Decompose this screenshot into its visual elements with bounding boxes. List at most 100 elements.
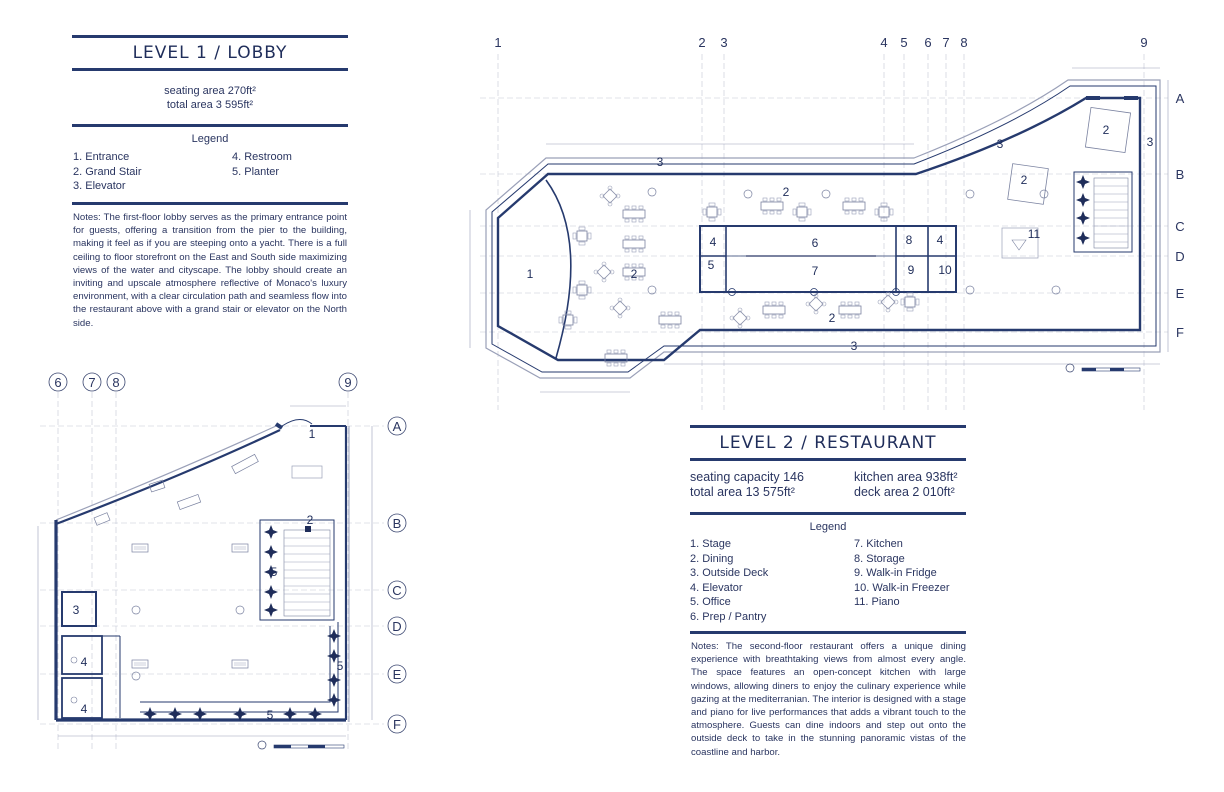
grid-col-label: 5 xyxy=(900,35,907,50)
l1-seating xyxy=(131,543,249,681)
grid-col-label: 6 xyxy=(924,35,931,50)
l2-room-dining: 2 xyxy=(829,311,836,325)
legend-list-right: 7. Kitchen 8. Storage 9. Walk-in Fridge … xyxy=(854,537,966,610)
l2-scale-bar xyxy=(1065,363,1141,373)
l1-room-restroom: 4 xyxy=(81,655,88,669)
l2-room-freezer: 10 xyxy=(938,263,952,277)
title-rule-bottom xyxy=(690,458,966,461)
grid-col-label: 8 xyxy=(112,375,119,390)
legend-item: 10. Walk-in Freezer xyxy=(854,581,950,594)
title-rule-bottom xyxy=(72,68,348,71)
grid-row-label: E xyxy=(1176,286,1185,301)
l1-room-elevator: 3 xyxy=(73,603,80,617)
legend-item: 7. Kitchen xyxy=(854,538,903,550)
grid-row-label: F xyxy=(393,717,401,732)
legend-item: 8. Storage xyxy=(854,552,905,565)
l2-room-deck: 3 xyxy=(657,155,664,169)
l2-room-fridge: 9 xyxy=(908,263,915,277)
l1-grand-stair xyxy=(259,519,335,621)
l1-room-entrance: 1 xyxy=(309,427,316,441)
seating-capacity: seating capacity 146 xyxy=(690,470,804,484)
l2-stair xyxy=(1073,171,1133,253)
grid-row-label: D xyxy=(1175,249,1184,264)
legend-list-right: 4. Restroom 5. Planter xyxy=(232,150,342,179)
l2-grid xyxy=(480,54,1168,410)
title-rule-top xyxy=(72,35,348,38)
l1-room-planter: 5 xyxy=(267,708,274,722)
legend-item: 4. Elevator xyxy=(690,581,743,594)
l2-kitchen-block xyxy=(699,225,957,296)
grid-bubble xyxy=(387,513,407,533)
l2-room-elevator: 4 xyxy=(937,233,944,247)
l2-walls xyxy=(496,96,1142,362)
l1-dimensions xyxy=(37,405,373,737)
level1-notes: Notes: The first-floor lobby serves as t… xyxy=(73,212,347,329)
grid-bubble xyxy=(387,714,407,734)
l2-dimensions xyxy=(469,67,1169,393)
legend-rule xyxy=(72,124,348,127)
l2-room-dining: 2 xyxy=(1103,123,1110,137)
grid-bubble xyxy=(387,616,407,636)
l1-room-planter: 5 xyxy=(271,565,278,579)
grid-row-label: A xyxy=(1176,91,1185,106)
grid-row-label: D xyxy=(392,619,401,634)
grid-bubble xyxy=(82,372,102,392)
l1-grid xyxy=(40,392,384,752)
grid-col-label: 1 xyxy=(494,35,501,50)
level2-stats-left: seating capacity 146 total area 13 575ft… xyxy=(690,470,840,500)
l2-room-dining: 2 xyxy=(1021,173,1028,187)
l2-room-dining: 2 xyxy=(783,185,790,199)
level2-title: LEVEL 2 / RESTAURANT xyxy=(719,433,937,453)
level1-stats: seating area 270ft² total area 3 595ft² xyxy=(72,84,348,112)
grid-row-label: C xyxy=(392,583,401,598)
grid-bubble xyxy=(106,372,126,392)
grid-row-label: A xyxy=(393,419,402,434)
l2-room-deck: 3 xyxy=(851,339,858,353)
notes-rule xyxy=(72,202,348,205)
legend-item: 3. Elevator xyxy=(73,180,126,192)
grid-bubble xyxy=(387,580,407,600)
l2-room-dining: 2 xyxy=(631,267,638,281)
l2-lounge xyxy=(1001,106,1132,259)
l2-room-storage: 8 xyxy=(906,233,913,247)
kitchen-area: kitchen area 938ft² xyxy=(854,470,958,484)
l2-room-stage: 1 xyxy=(527,267,534,281)
grid-bubble xyxy=(387,664,407,684)
legend-list-left: 1. Stage 2. Dining 3. Outside Deck 4. El… xyxy=(690,537,840,624)
l1-walls xyxy=(54,419,350,722)
legend-item: 11. Piano xyxy=(854,596,900,608)
level1-title: LEVEL 1 / LOBBY xyxy=(132,43,288,63)
grid-row-label: B xyxy=(393,516,402,531)
total-area: total area 3 595ft² xyxy=(166,99,254,111)
level2-notes: Notes: The second-floor restaurant offer… xyxy=(691,641,967,758)
grid-col-label: 7 xyxy=(88,375,95,390)
l1-room-stair: 2 xyxy=(307,513,314,527)
legend-item: 4. Restroom xyxy=(232,151,292,163)
l1-room-restroom: 4 xyxy=(81,702,88,716)
seating-area: seating area 270ft² xyxy=(164,85,256,97)
title-rule-top xyxy=(690,425,966,428)
grid-bubble xyxy=(48,372,68,392)
grid-col-label: 9 xyxy=(344,375,351,390)
legend-item: 1. Stage xyxy=(690,538,731,550)
legend-item: 6. Prep / Pantry xyxy=(690,610,767,623)
total-area: total area 13 575ft² xyxy=(690,485,795,499)
grid-bubble xyxy=(338,372,358,392)
level2-stats-right: kitchen area 938ft² deck area 2 010ft² xyxy=(854,470,966,500)
l2-deck xyxy=(485,79,1161,379)
l2-room-elevator: 4 xyxy=(710,235,717,249)
grid-col-label: 4 xyxy=(880,35,887,50)
deck-area: deck area 2 010ft² xyxy=(854,485,955,499)
legend-item: 3. Outside Deck xyxy=(690,567,769,579)
l1-core xyxy=(61,591,121,719)
l2-room-piano: 11 xyxy=(1028,227,1041,241)
notes-rule xyxy=(690,631,966,634)
l2-room-deck: 3 xyxy=(1147,135,1154,149)
l2-room-prep: 6 xyxy=(812,236,819,250)
grid-col-label: 9 xyxy=(1140,35,1147,50)
legend-rule xyxy=(690,512,966,515)
l2-room-office: 5 xyxy=(708,258,715,272)
legend-item: 5. Office xyxy=(690,596,731,608)
grid-bubble xyxy=(387,416,407,436)
